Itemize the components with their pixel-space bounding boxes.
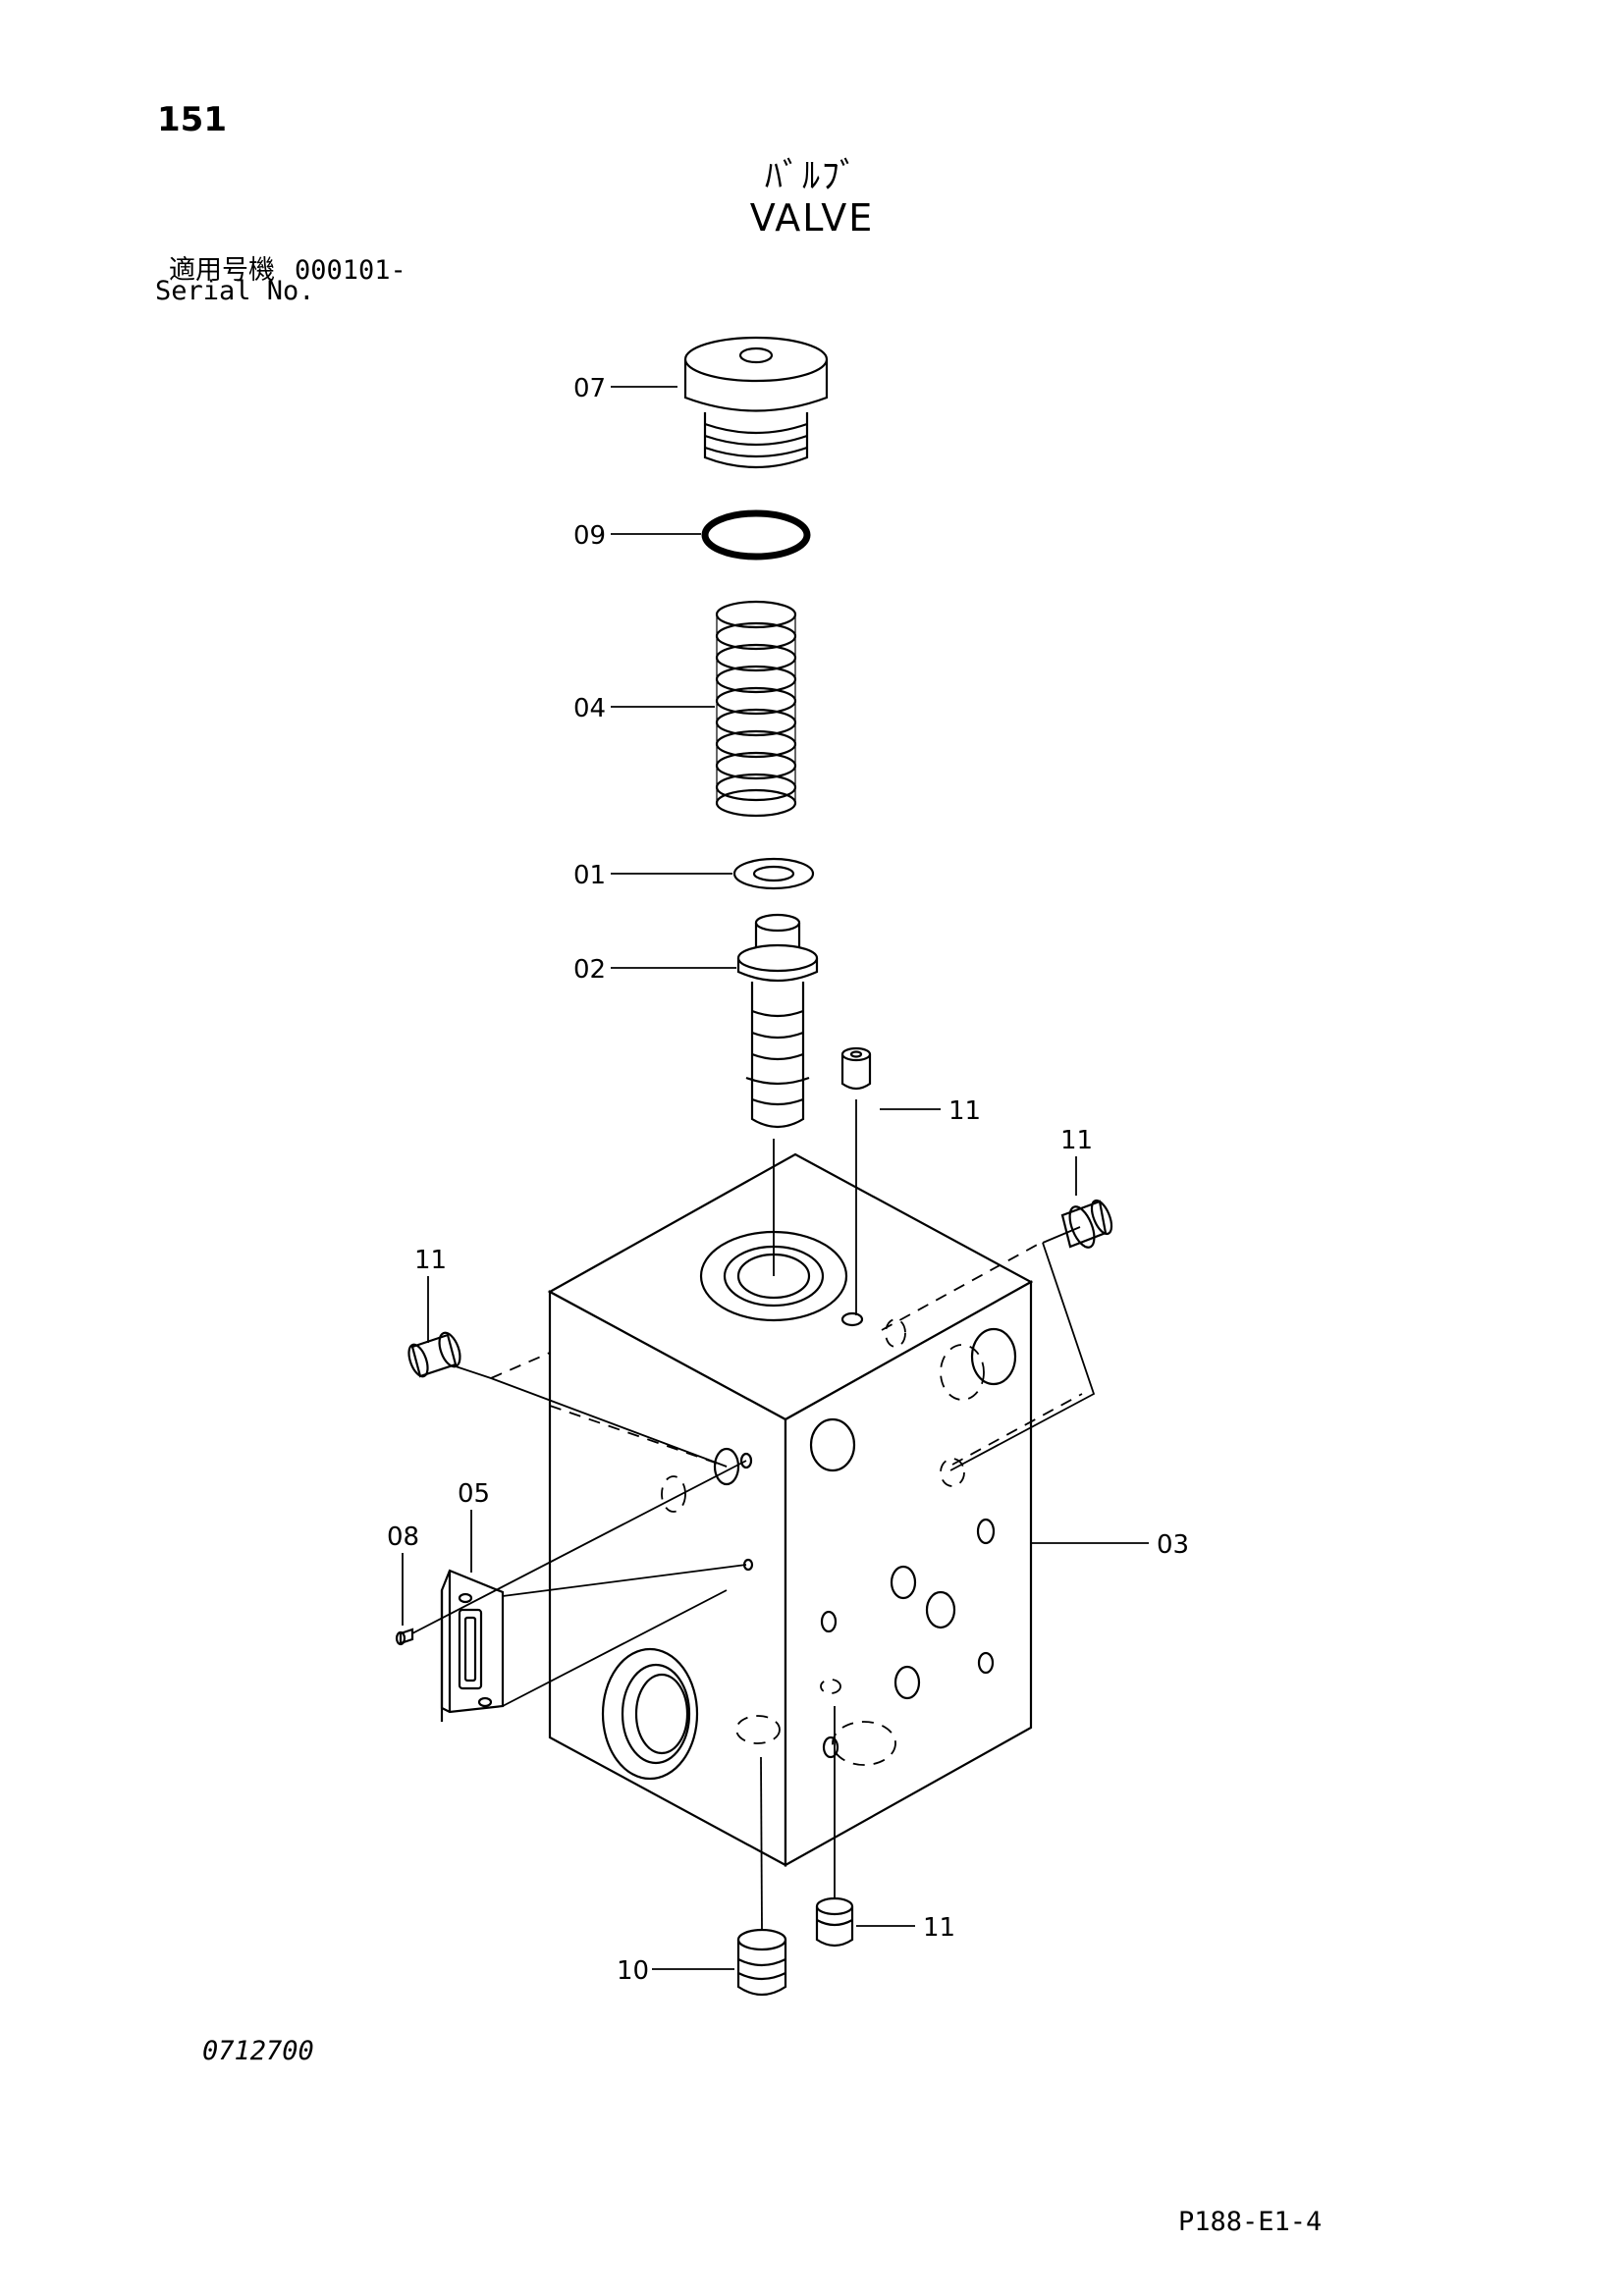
- part-poppet-02: [736, 913, 819, 1129]
- callout-11-bottom: 11: [923, 1913, 955, 1943]
- callout-02: 02: [573, 955, 606, 985]
- serial-label-jp: 適用号機: [169, 255, 275, 286]
- callout-10: 10: [617, 1956, 649, 1986]
- callout-05: 05: [458, 1479, 490, 1509]
- page-reference: P188-E1-4: [1178, 2207, 1323, 2237]
- serial-label-en: Serial No.: [155, 276, 315, 306]
- callout-09: 09: [573, 521, 606, 551]
- part-plug-11-left: [407, 1331, 461, 1378]
- serial-info-jp: 適用号機 000101-: [169, 248, 406, 287]
- assembly-lines: [411, 1099, 1096, 1931]
- callout-07: 07: [573, 374, 606, 403]
- callout-11-top: 11: [948, 1096, 981, 1126]
- callout-11-right: 11: [1060, 1126, 1093, 1155]
- part-plug-11-bottom: [815, 1896, 854, 1948]
- part-plug-11-top: [840, 1046, 872, 1091]
- part-washer-01: [732, 857, 815, 890]
- callout-04: 04: [573, 694, 606, 723]
- part-spring-04: [715, 600, 797, 818]
- callout-01: 01: [573, 861, 606, 890]
- part-plug-11-right: [1060, 1199, 1113, 1249]
- part-screw-08: [395, 1628, 414, 1646]
- leader-lines: [402, 386, 1149, 1970]
- callout-08: 08: [387, 1522, 419, 1552]
- serial-value: 000101-: [295, 255, 406, 286]
- part-cover-plate-05: [440, 1569, 505, 1722]
- title-japanese: ﾊﾞﾙﾌﾞ: [765, 156, 859, 196]
- page-number: 151: [157, 100, 227, 139]
- drawing-code: 0712700: [202, 2036, 314, 2066]
- callout-11-left: 11: [414, 1246, 447, 1275]
- title-english: VALVE: [749, 196, 875, 240]
- part-oring-09: [701, 509, 811, 561]
- part-valve-body-03: [547, 1152, 1034, 1867]
- part-plug-07: [683, 336, 829, 469]
- callout-03: 03: [1157, 1530, 1189, 1560]
- part-plug-10: [736, 1928, 787, 1997]
